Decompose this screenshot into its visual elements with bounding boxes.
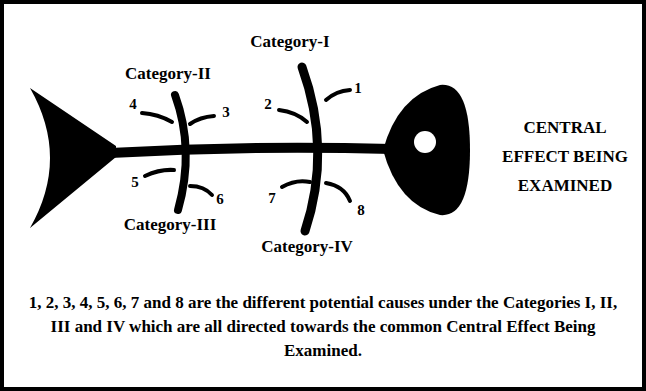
callout-number: 6 (216, 191, 224, 208)
effect-label: CENTRAL EFFECT BEING EXAMINED (495, 113, 635, 200)
caption: 1, 2, 3, 4, 5, 6, 7 and 8 are the differ… (23, 291, 623, 363)
cause-rib (279, 110, 307, 122)
cause-rib (190, 116, 214, 124)
category-bone (175, 95, 186, 210)
callout-number: 4 (129, 96, 137, 113)
callout-number: 3 (222, 104, 230, 121)
category-label: Category-IV (261, 238, 353, 257)
category-label: Category-II (125, 65, 211, 84)
fish-eye (414, 131, 436, 153)
callout-number: 2 (264, 96, 272, 113)
category-label: Category-III (124, 216, 217, 235)
cause-rib (145, 170, 174, 176)
cause-rib (282, 181, 310, 187)
cause-rib (326, 183, 350, 201)
fish-spine (110, 148, 392, 153)
callout-number: 8 (357, 202, 365, 219)
fish-head (383, 85, 470, 215)
callout-number: 5 (131, 174, 139, 191)
category-label: Category-I (250, 33, 329, 52)
cause-rib (190, 186, 212, 195)
callout-number: 1 (354, 80, 362, 97)
fish-tail (30, 88, 116, 228)
category-bone (302, 67, 318, 231)
cause-rib (326, 90, 350, 100)
callout-number: 7 (268, 190, 276, 207)
cause-rib (142, 113, 172, 122)
